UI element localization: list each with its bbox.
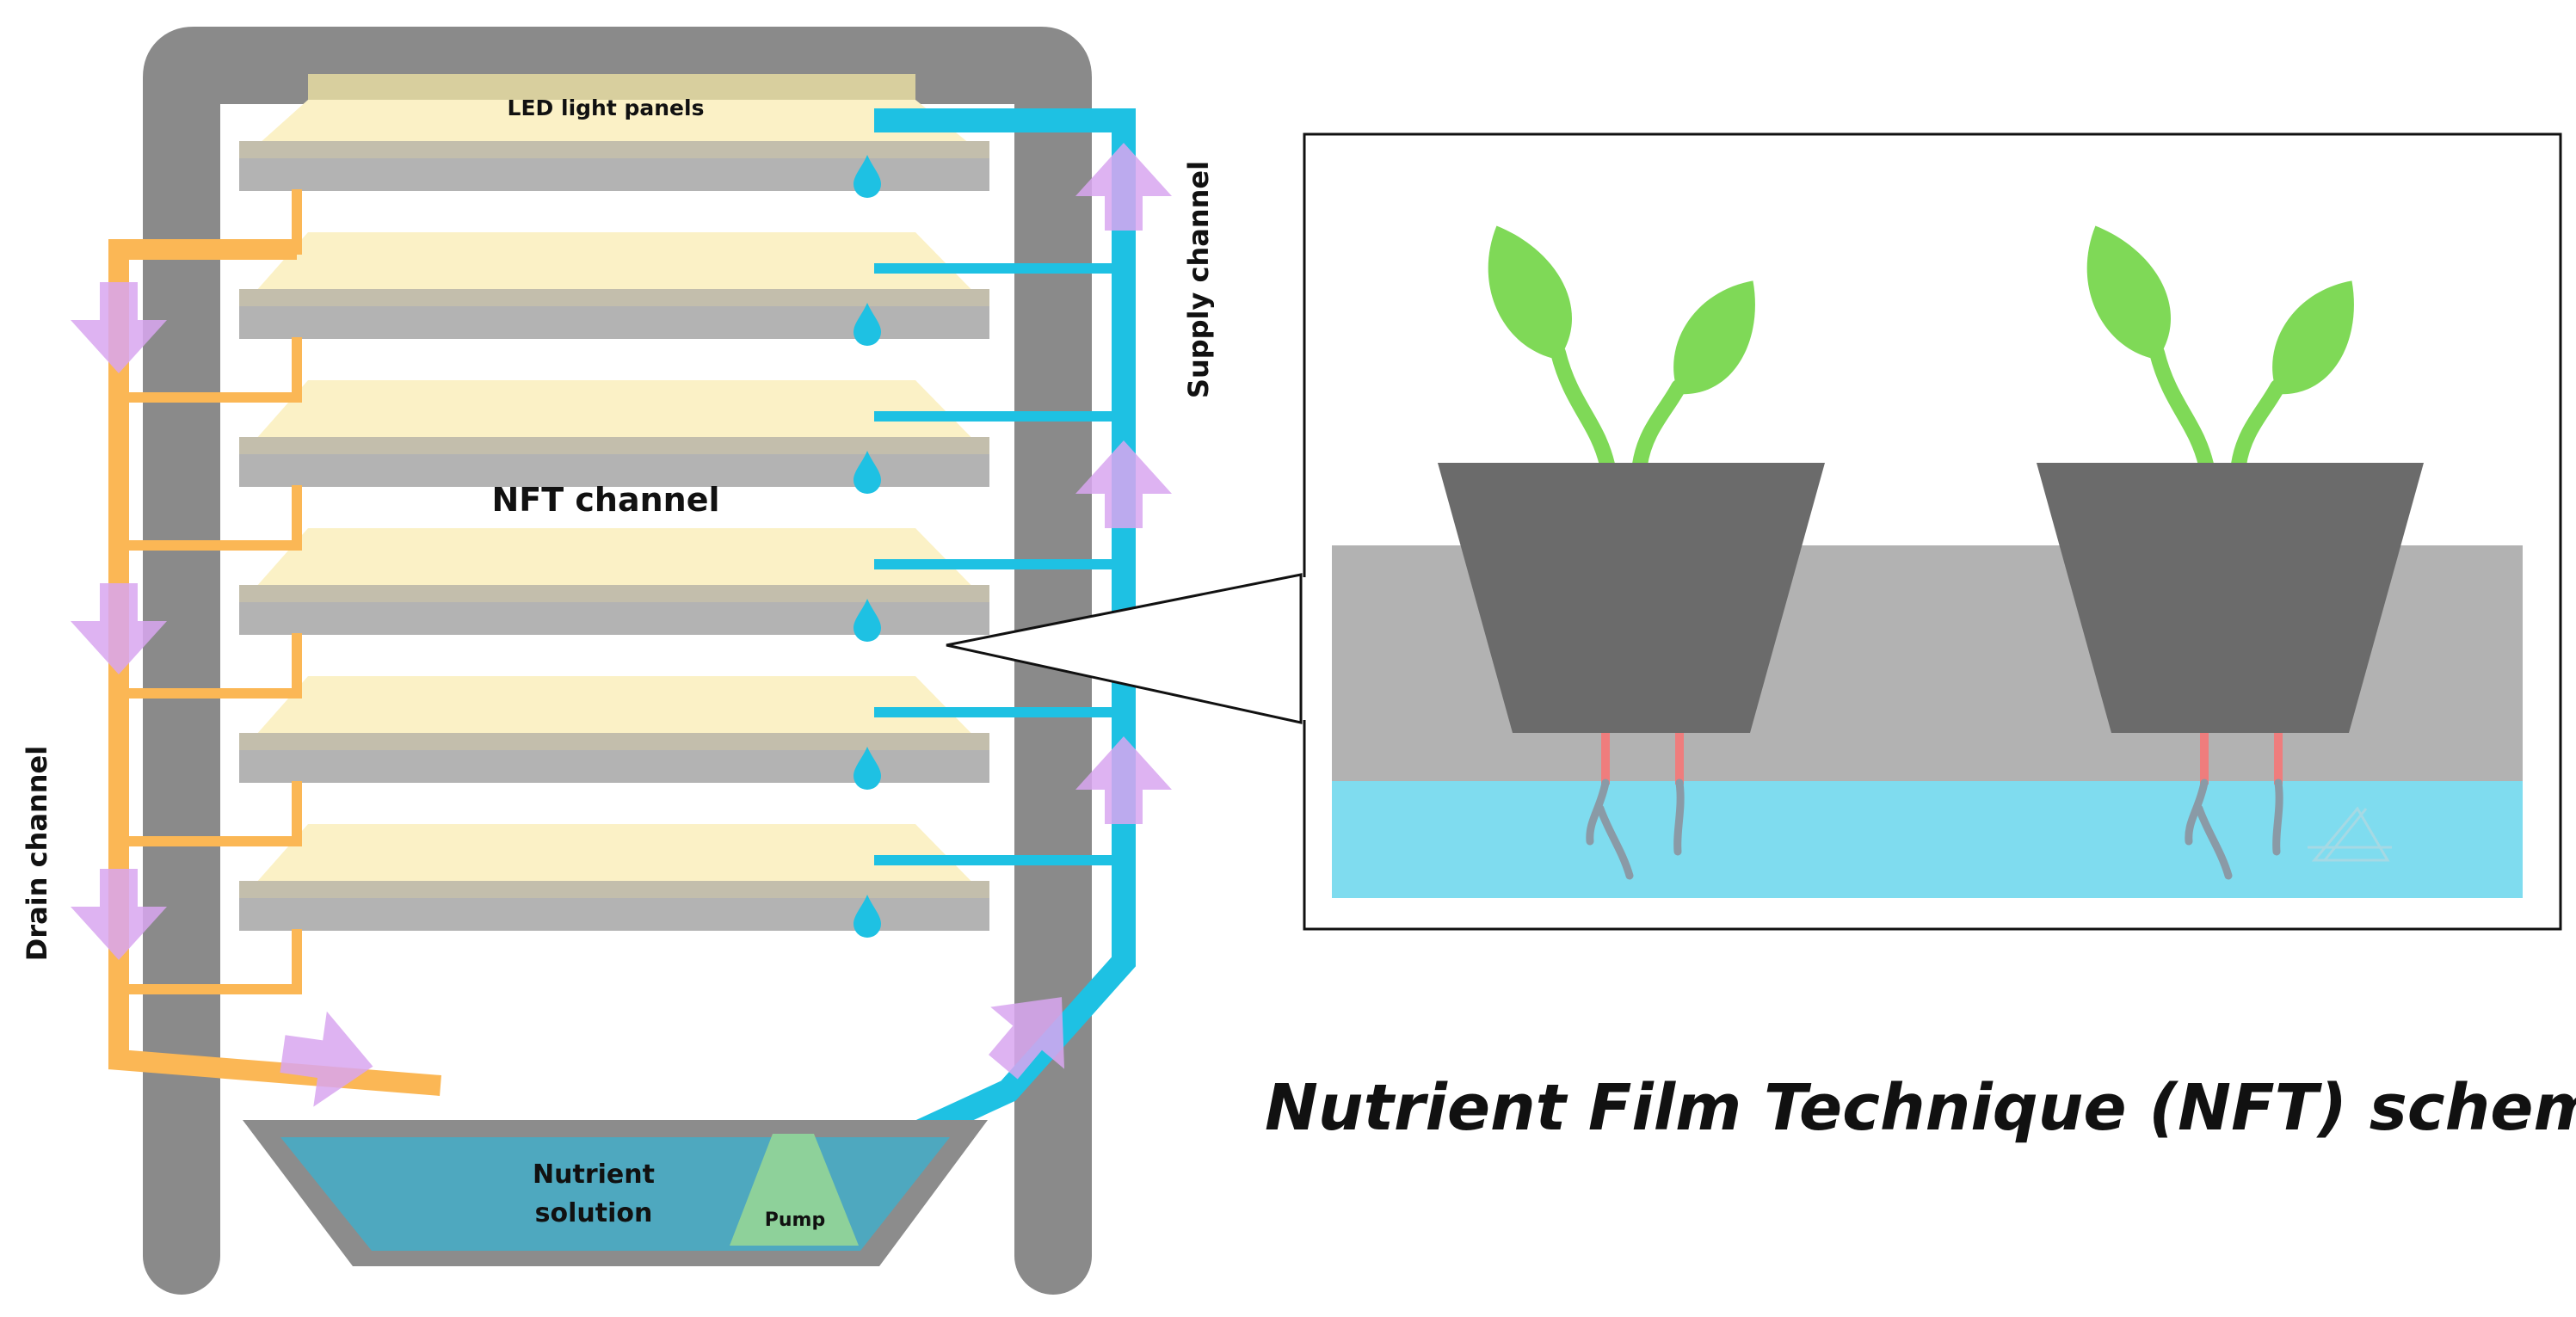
- water-drop-icon: [854, 599, 881, 642]
- nutrient-label-line1: Nutrient: [533, 1160, 655, 1190]
- flow-arrow-icon: [280, 1011, 373, 1107]
- flow-arrow-icon: [1075, 143, 1172, 231]
- leaf-icon: [1488, 225, 1572, 360]
- supply-channel-pipe: [828, 108, 1136, 1183]
- plant-stem: [2231, 379, 2285, 472]
- leaf-icon: [2086, 225, 2171, 360]
- tray-light-overlay: [239, 585, 989, 602]
- light-cone: [243, 380, 988, 454]
- inset-plants: [1438, 225, 2424, 880]
- drain-channel-label: Drain channel: [21, 746, 53, 961]
- led-panels-label: LED light panels: [508, 95, 705, 120]
- nutrient-label-line2: solution: [535, 1198, 653, 1228]
- flow-arrow-icon: [1075, 440, 1172, 528]
- drain-branch-pipe: [119, 633, 302, 699]
- plant-stem: [1550, 345, 1615, 472]
- pot-icon: [2037, 463, 2424, 733]
- channel-inset: [1303, 132, 2562, 931]
- tray-light-overlay: [239, 141, 989, 158]
- leaf-icon: [1673, 280, 1755, 395]
- light-cone: [243, 676, 988, 750]
- flow-arrow-icon: [1075, 736, 1172, 824]
- drain-branch-pipe: [119, 485, 302, 551]
- drain-branch-pipe: [119, 929, 302, 994]
- light-cone: [243, 232, 988, 306]
- rack-frame-outline: [143, 27, 1092, 1295]
- tray-light-overlay: [239, 733, 989, 750]
- flow-arrow-shape: [989, 997, 1065, 1080]
- pot-icon: [1438, 463, 1825, 733]
- flow-arrow-shape: [280, 1011, 373, 1107]
- pump-label: Pump: [765, 1209, 825, 1231]
- leaf-icon: [2272, 280, 2354, 395]
- drain-branch-pipe: [119, 337, 302, 403]
- drain-branches: [119, 189, 302, 994]
- plant-stem: [1632, 379, 1686, 472]
- light-cone: [243, 528, 988, 602]
- plant-stem: [2149, 345, 2214, 472]
- inset-nutrient-film: [1332, 781, 2523, 898]
- rack-frame: [143, 27, 1092, 1295]
- figure-title: Nutrient Film Technique (NFT) scheme: [1265, 1071, 2576, 1145]
- water-drop-icon: [854, 155, 881, 198]
- tray-light-overlay: [239, 437, 989, 454]
- pump-shape: [730, 1134, 859, 1246]
- root-lower: [2185, 779, 2233, 880]
- led-light-bar: [308, 74, 915, 100]
- nft-channel-label: NFT channel: [491, 481, 719, 519]
- water-drop-icon: [854, 747, 881, 790]
- reservoir: [243, 1120, 988, 1266]
- flow-arrow-icon: [71, 583, 167, 674]
- flow-arrows: [71, 143, 1172, 1107]
- inset-watermark: [2308, 806, 2392, 862]
- drain-branch-pipe: [119, 781, 302, 846]
- flow-arrow-icon: [71, 869, 167, 960]
- callout-pointer: [946, 573, 1303, 724]
- light-cone: [243, 824, 988, 898]
- supply-channel-label: Supply channel: [1182, 161, 1215, 398]
- supply-feeders: [854, 155, 1124, 938]
- flow-arrow-icon: [989, 997, 1065, 1080]
- root-lower: [1673, 779, 1685, 856]
- tray-light-overlay: [239, 289, 989, 306]
- water-drop-icon: [854, 895, 881, 938]
- flow-arrow-icon: [71, 282, 167, 373]
- root-lower: [1586, 779, 1634, 880]
- water-drop-icon: [854, 451, 881, 494]
- water-drop-icon: [854, 303, 881, 346]
- tray-light-overlay: [239, 881, 989, 898]
- root-lower: [2272, 779, 2283, 856]
